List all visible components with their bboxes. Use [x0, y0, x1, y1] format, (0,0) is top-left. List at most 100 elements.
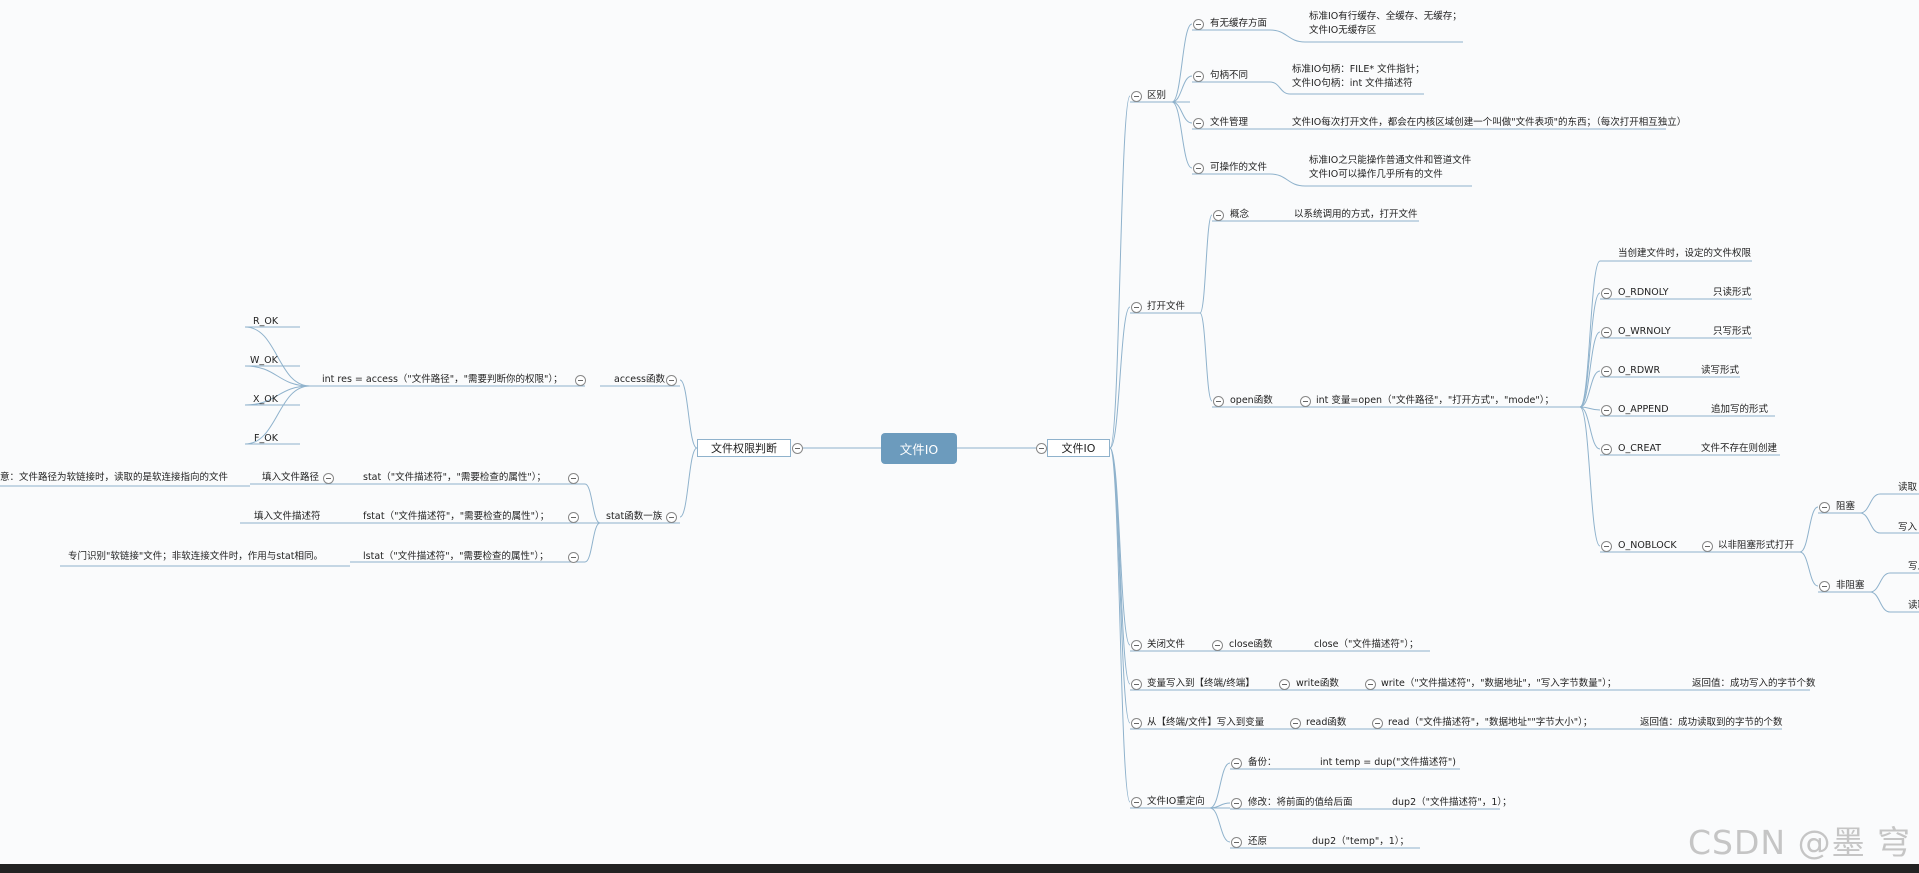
collapse-close-func-icon[interactable]: [1212, 640, 1223, 651]
collapse-flag-rdonly-icon[interactable]: [1601, 288, 1612, 299]
read-call[interactable]: read（"文件描述符"，"数据地址""字节大小"）；: [1388, 717, 1593, 728]
handle-label[interactable]: 句柄不同: [1210, 70, 1249, 81]
collapse-close-icon[interactable]: [1131, 640, 1142, 651]
modify-label[interactable]: 修改：将前面的值给后面: [1248, 797, 1353, 808]
nonblock-write[interactable]: 写入: [1908, 561, 1919, 572]
access-func-label[interactable]: access函数: [614, 374, 666, 385]
cache-line1[interactable]: 标准IO有行缓存、全缓存、无缓存；: [1309, 11, 1462, 22]
backup-call[interactable]: int temp = dup("文件描述符"): [1320, 757, 1456, 768]
collapse-flag-rdwr-icon[interactable]: [1601, 366, 1612, 377]
collapse-access-call-icon[interactable]: [575, 375, 586, 386]
collapse-flag-creat-icon[interactable]: [1601, 444, 1612, 455]
write-label[interactable]: 变量写入到【终端/终端】: [1147, 678, 1255, 689]
write-func[interactable]: write函数: [1296, 678, 1339, 689]
block-write[interactable]: 写入: [1898, 522, 1918, 533]
collapse-restore-icon[interactable]: [1231, 837, 1242, 848]
flag-nonblock[interactable]: O_NOBLOCK: [1618, 540, 1677, 551]
collapse-concept-icon[interactable]: [1213, 210, 1224, 221]
collapse-manage-icon[interactable]: [1193, 118, 1204, 129]
flag-nonblock-desc[interactable]: 以非阻塞形式打开: [1718, 540, 1795, 551]
block-label[interactable]: 阻塞: [1836, 501, 1856, 512]
collapse-block-icon[interactable]: [1819, 502, 1830, 513]
open-func-label[interactable]: open函数: [1230, 395, 1273, 406]
files-line1[interactable]: 标准IO之只能操作普通文件和管道文件: [1309, 155, 1472, 166]
manage-line1[interactable]: 文件IO每次打开文件，都会在内核区域创建一个叫做"文件表项"的东西；（每次打开相…: [1292, 117, 1687, 128]
mode-desc[interactable]: 当创建文件时，设定的文件权限: [1618, 248, 1752, 259]
stat-param[interactable]: 填入文件路径: [262, 472, 320, 483]
lstat-call[interactable]: lstat（"文件描述符"，"需要检查的属性"）；: [363, 551, 549, 562]
collapse-read-func-icon[interactable]: [1290, 718, 1301, 729]
close-func[interactable]: close函数: [1229, 639, 1273, 650]
lstat-note[interactable]: 专门识别"软链接"文件；非软连接文件时，作用与stat相同。: [68, 551, 323, 562]
handle-line2[interactable]: 文件IO句柄：int 文件描述符: [1292, 78, 1413, 89]
flag-wronly[interactable]: O_WRNOLY: [1618, 326, 1671, 337]
collapse-handle-icon[interactable]: [1193, 71, 1204, 82]
flag-append[interactable]: O_APPEND: [1618, 404, 1669, 415]
flag-creat-desc[interactable]: 文件不存在则创建: [1701, 443, 1778, 454]
backup-label[interactable]: 备份：: [1248, 757, 1277, 768]
redirect-label[interactable]: 文件IO重定向: [1147, 796, 1205, 807]
collapse-fstat-icon[interactable]: [568, 512, 579, 523]
collapse-modify-icon[interactable]: [1231, 798, 1242, 809]
nonblock-read[interactable]: 读取: [1908, 600, 1919, 611]
restore-label[interactable]: 还原: [1248, 836, 1268, 847]
close-label[interactable]: 关闭文件: [1147, 639, 1186, 650]
collapse-open-call-icon[interactable]: [1300, 396, 1311, 407]
open-label[interactable]: 打开文件: [1147, 301, 1186, 312]
modify-call[interactable]: dup2（"文件描述符"，1）；: [1392, 797, 1512, 808]
fstat-param[interactable]: 填入文件描述符: [254, 511, 321, 522]
collapse-file-permission-icon[interactable]: [792, 443, 803, 454]
block-read[interactable]: 读取: [1898, 482, 1918, 493]
restore-call[interactable]: dup2（"temp"，1）；: [1312, 836, 1410, 847]
collapse-stat-family-icon[interactable]: [666, 512, 677, 523]
access-call[interactable]: int res = access（"文件路径"，"需要判断你的权限"）；: [322, 374, 563, 385]
collapse-cache-icon[interactable]: [1193, 19, 1204, 30]
write-call[interactable]: write（"文件描述符"，"数据地址"，"写入字节数量"）；: [1381, 678, 1617, 689]
handle-line1[interactable]: 标准IO句柄：FILE* 文件指针；: [1292, 64, 1425, 75]
collapse-read-call-icon[interactable]: [1372, 718, 1383, 729]
flag-rdwr-desc[interactable]: 读写形式: [1701, 365, 1740, 376]
flag-rdonly[interactable]: O_RDNOLY: [1618, 287, 1669, 298]
cache-line2[interactable]: 文件IO无缓存区: [1309, 25, 1377, 36]
collapse-redirect-icon[interactable]: [1131, 797, 1142, 808]
collapse-stat-icon[interactable]: [568, 473, 579, 484]
stat-call[interactable]: stat（"文件描述符"，"需要检查的属性"）；: [363, 472, 546, 483]
stat-note[interactable]: 意：文件路径为软链接时，读取的是软连接指向的文件: [0, 472, 229, 483]
open-func-call[interactable]: int 变量=open（"文件路径"，"打开方式"，"mode"）；: [1316, 395, 1554, 406]
root-node[interactable]: 文件IO: [881, 433, 957, 464]
read-label[interactable]: 从【终端/文件】写入到变量: [1147, 717, 1265, 728]
collapse-lstat-icon[interactable]: [568, 552, 579, 563]
collapse-file-io-icon[interactable]: [1036, 443, 1047, 454]
node-file-permission[interactable]: 文件权限判断: [697, 439, 791, 457]
collapse-open-icon[interactable]: [1131, 302, 1142, 313]
collapse-nonblock-desc-icon[interactable]: [1702, 541, 1713, 552]
read-ret[interactable]: 返回值：成功读取到的字节的个数: [1640, 717, 1783, 728]
concept-label[interactable]: 概念: [1230, 209, 1250, 220]
nonblock-label[interactable]: 非阻塞: [1836, 580, 1865, 591]
collapse-open-func-icon[interactable]: [1213, 396, 1224, 407]
flag-w-ok[interactable]: W_OK: [250, 355, 278, 366]
files-label[interactable]: 可操作的文件: [1210, 162, 1268, 173]
flag-wronly-desc[interactable]: 只写形式: [1713, 326, 1752, 337]
collapse-read-icon[interactable]: [1131, 718, 1142, 729]
node-file-io[interactable]: 文件IO: [1047, 439, 1110, 457]
collapse-write-func-icon[interactable]: [1279, 679, 1290, 690]
flag-append-desc[interactable]: 追加写的形式: [1711, 404, 1769, 415]
collapse-backup-icon[interactable]: [1231, 758, 1242, 769]
write-ret[interactable]: 返回值：成功写入的字节个数: [1692, 678, 1816, 689]
flag-rdwr[interactable]: O_RDWR: [1618, 365, 1661, 376]
files-line2[interactable]: 文件IO可以操作几乎所有的文件: [1309, 169, 1443, 180]
flag-r-ok[interactable]: R_OK: [253, 316, 279, 327]
read-func[interactable]: read函数: [1306, 717, 1347, 728]
manage-label[interactable]: 文件管理: [1210, 117, 1249, 128]
collapse-write-icon[interactable]: [1131, 679, 1142, 690]
stat-family-label[interactable]: stat函数一族: [606, 511, 663, 522]
flag-creat[interactable]: O_CREAT: [1618, 443, 1662, 454]
collapse-diff-icon[interactable]: [1131, 91, 1142, 102]
collapse-access-icon[interactable]: [666, 375, 677, 386]
concept-text[interactable]: 以系统调用的方式，打开文件: [1294, 209, 1418, 220]
collapse-flag-wronly-icon[interactable]: [1601, 327, 1612, 338]
flag-f-ok[interactable]: F_OK: [254, 433, 278, 444]
collapse-stat-param-icon[interactable]: [323, 473, 334, 484]
